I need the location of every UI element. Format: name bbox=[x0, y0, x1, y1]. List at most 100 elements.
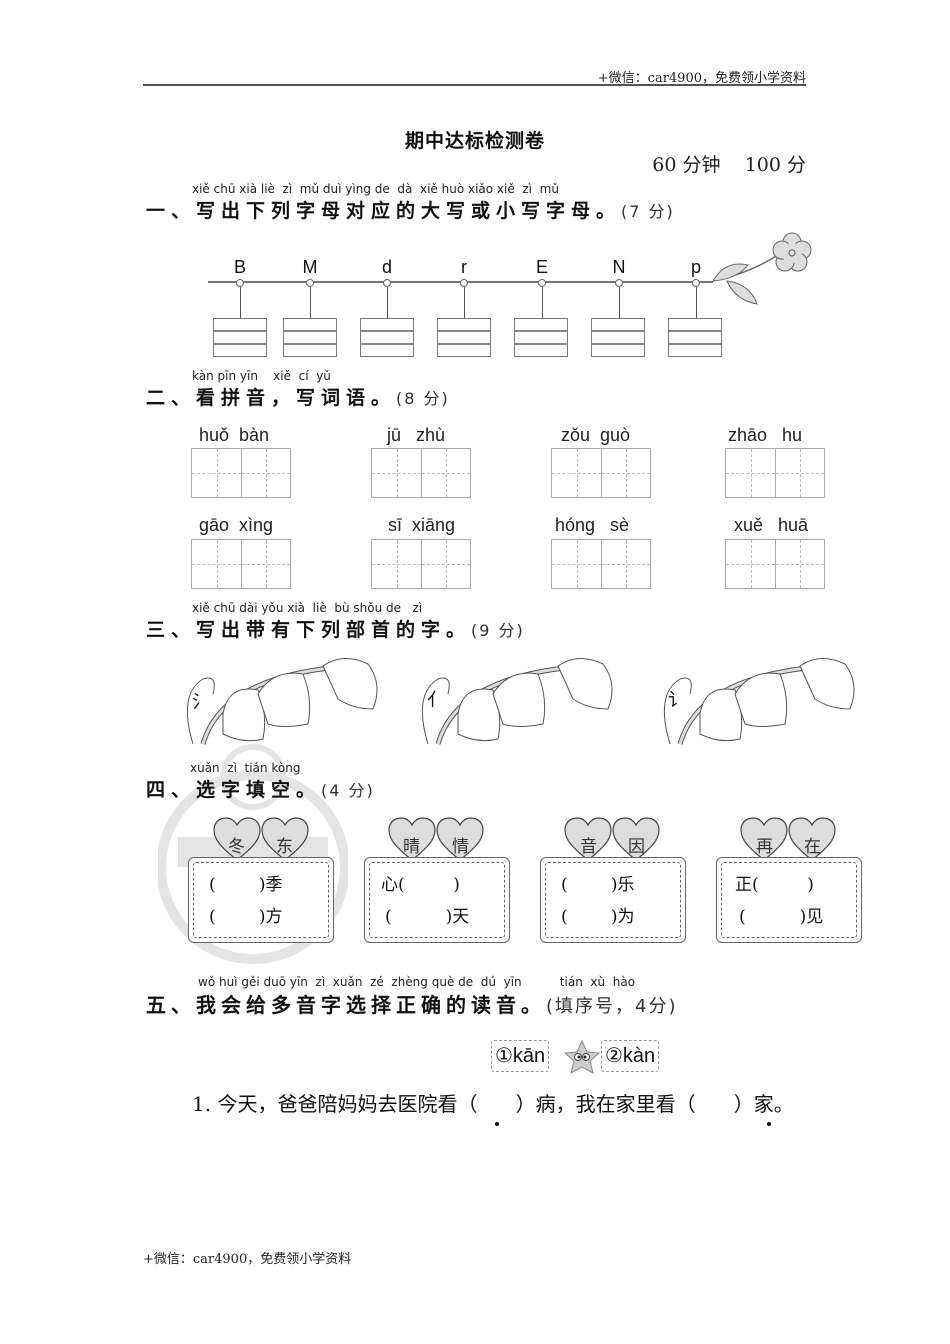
fill-box-4: 正( ) ( )见 bbox=[716, 857, 862, 943]
pinyin-word: sī xiāng bbox=[388, 515, 456, 535]
peg-string bbox=[542, 287, 543, 318]
option-char: 再 bbox=[756, 837, 773, 857]
option-char: 东 bbox=[276, 837, 293, 857]
peg-string bbox=[619, 287, 620, 318]
pinyin-word: huǒ bàn bbox=[199, 425, 270, 445]
answer-slot-6[interactable] bbox=[591, 318, 645, 357]
writing-grid[interactable] bbox=[725, 448, 825, 498]
section-1-pinyin: xiě chū xià liè zì mǔ duì yìng de dà xiě… bbox=[192, 182, 559, 196]
writing-grid[interactable] bbox=[371, 539, 471, 589]
peg-string bbox=[310, 287, 311, 318]
peg-string bbox=[240, 287, 241, 318]
writing-grid[interactable] bbox=[551, 539, 651, 589]
pinyin-word: xuě huā bbox=[734, 515, 809, 535]
section-4-points: (4 分) bbox=[321, 781, 375, 800]
option-char: 在 bbox=[804, 837, 821, 857]
section-1-points: (7 分) bbox=[621, 202, 675, 221]
section-5-header: wǒ huì gěi duō yīn zì xuǎn zé zhèng què … bbox=[146, 975, 678, 1018]
fill-line[interactable]: ( )方 bbox=[209, 907, 283, 927]
section-2-points: (8 分) bbox=[396, 389, 450, 408]
heart-pair-icon bbox=[740, 817, 836, 861]
letter-label: M bbox=[302, 257, 318, 277]
flower-decoration-icon bbox=[712, 232, 812, 305]
emphasis-dot bbox=[767, 1122, 771, 1126]
fill-box-1: ( )季 ( )方 bbox=[188, 857, 334, 943]
section-3-points: (9 分) bbox=[471, 621, 525, 640]
letter-label: E bbox=[535, 257, 548, 277]
section-2-pinyin: kàn pīn yīn xiě cí yǔ bbox=[192, 369, 331, 383]
fill-line[interactable]: ( )见 bbox=[739, 907, 824, 927]
writing-grid[interactable] bbox=[371, 448, 471, 498]
time-limit: 60 分钟 bbox=[652, 154, 721, 176]
section-4-header: xuǎn zì tián kòng 四、选字填空。(4 分) bbox=[146, 761, 375, 802]
section-5-heading: 五、我会给多音字选择正确的读音。 bbox=[146, 993, 546, 1017]
fill-line[interactable]: 正( ) bbox=[735, 875, 814, 895]
question-sentence-1: 1. 今天，爸爸陪妈妈去医院看（ ）病，我在家里看（ ）家。 bbox=[192, 1092, 794, 1116]
fill-line[interactable]: ( )天 bbox=[385, 907, 470, 927]
answer-slot-2[interactable] bbox=[283, 318, 337, 357]
fill-line[interactable]: ( )为 bbox=[561, 907, 635, 927]
header-watermark-note: +微信：car4900，免费领小学资料 bbox=[597, 71, 806, 86]
option-char: 因 bbox=[628, 837, 645, 857]
writing-grid[interactable] bbox=[191, 448, 291, 498]
peg-string bbox=[387, 287, 388, 318]
section-4-pinyin: xuǎn zì tián kòng bbox=[190, 761, 301, 775]
section-5-pinyin: wǒ huì gěi duō yīn zì xuǎn zé zhèng què … bbox=[198, 975, 636, 989]
fill-line[interactable]: 心( ) bbox=[381, 875, 460, 895]
option-char: 冬 bbox=[228, 837, 245, 857]
letter-label: r bbox=[461, 257, 467, 277]
option-char: 晴 bbox=[403, 837, 420, 857]
fill-box-2: 心( ) ( )天 bbox=[364, 857, 510, 943]
peg bbox=[615, 279, 623, 287]
writing-grid[interactable] bbox=[551, 448, 651, 498]
option-char: 音 bbox=[580, 837, 597, 857]
letter-label: N bbox=[612, 257, 626, 277]
radical-water: 氵 bbox=[192, 692, 210, 713]
reading-option-2: ②kàn bbox=[601, 1040, 660, 1072]
section-3-header: xiě chū dài yǒu xià liè bù shǒu de zì 三、… bbox=[146, 601, 525, 642]
section-4-heading: 四、选字填空。 bbox=[146, 779, 322, 801]
letter-label: B bbox=[233, 257, 246, 277]
answer-slot-5[interactable] bbox=[514, 318, 568, 357]
peg-string bbox=[696, 287, 697, 318]
peg bbox=[460, 279, 468, 287]
peg bbox=[383, 279, 391, 287]
page-title: 期中达标检测卷 bbox=[404, 130, 545, 152]
answer-slot-3[interactable] bbox=[360, 318, 414, 357]
heart-pair-icon bbox=[388, 817, 484, 861]
pinyin-word: zǒu guò bbox=[561, 425, 631, 445]
star-mascot-icon bbox=[563, 1039, 601, 1074]
heart-pair-icon bbox=[564, 817, 660, 861]
letter-label: d bbox=[381, 257, 392, 277]
header-divider bbox=[143, 84, 806, 86]
section-5-points: (填序号，4分) bbox=[546, 996, 678, 1017]
heart-pair-icon bbox=[213, 817, 309, 861]
time-and-score: 60 分钟 100 分 bbox=[600, 150, 806, 177]
answer-slot-1[interactable] bbox=[213, 318, 267, 357]
radical-speech: 讠 bbox=[668, 690, 686, 711]
bellflower-illustration-icon bbox=[186, 658, 378, 745]
section-2-header: kàn pīn yīn xiě cí yǔ 二、看拼音，写词语。(8 分) bbox=[146, 369, 450, 410]
writing-grid[interactable] bbox=[191, 539, 291, 589]
bellflower-illustration-icon bbox=[421, 658, 613, 745]
reading-option-1: ①kān bbox=[491, 1040, 550, 1072]
peg bbox=[236, 279, 244, 287]
section-2-heading: 二、看拼音，写词语。 bbox=[146, 387, 397, 409]
peg bbox=[538, 279, 546, 287]
fill-line[interactable]: ( )季 bbox=[209, 875, 283, 895]
fill-box-3: ( )乐 ( )为 bbox=[540, 857, 686, 943]
answer-slot-7[interactable] bbox=[668, 318, 722, 357]
footer-watermark-note: +微信：car4900，免费领小学资料 bbox=[143, 1252, 352, 1267]
pinyin-word: zhāo hu bbox=[728, 425, 803, 445]
writing-grid[interactable] bbox=[725, 539, 825, 589]
option-char: 情 bbox=[452, 837, 469, 857]
peg-string bbox=[464, 287, 465, 318]
bellflower-illustration-icon bbox=[663, 658, 855, 745]
peg bbox=[692, 279, 700, 287]
fill-line[interactable]: ( )乐 bbox=[561, 875, 635, 895]
answer-slot-4[interactable] bbox=[437, 318, 491, 357]
pinyin-word: gāo xìng bbox=[199, 515, 274, 535]
letter-label: p bbox=[690, 257, 701, 277]
emphasis-dot bbox=[495, 1122, 499, 1126]
section-1-header: xiě chū xià liè zì mǔ duì yìng de dà xiě… bbox=[146, 182, 675, 223]
